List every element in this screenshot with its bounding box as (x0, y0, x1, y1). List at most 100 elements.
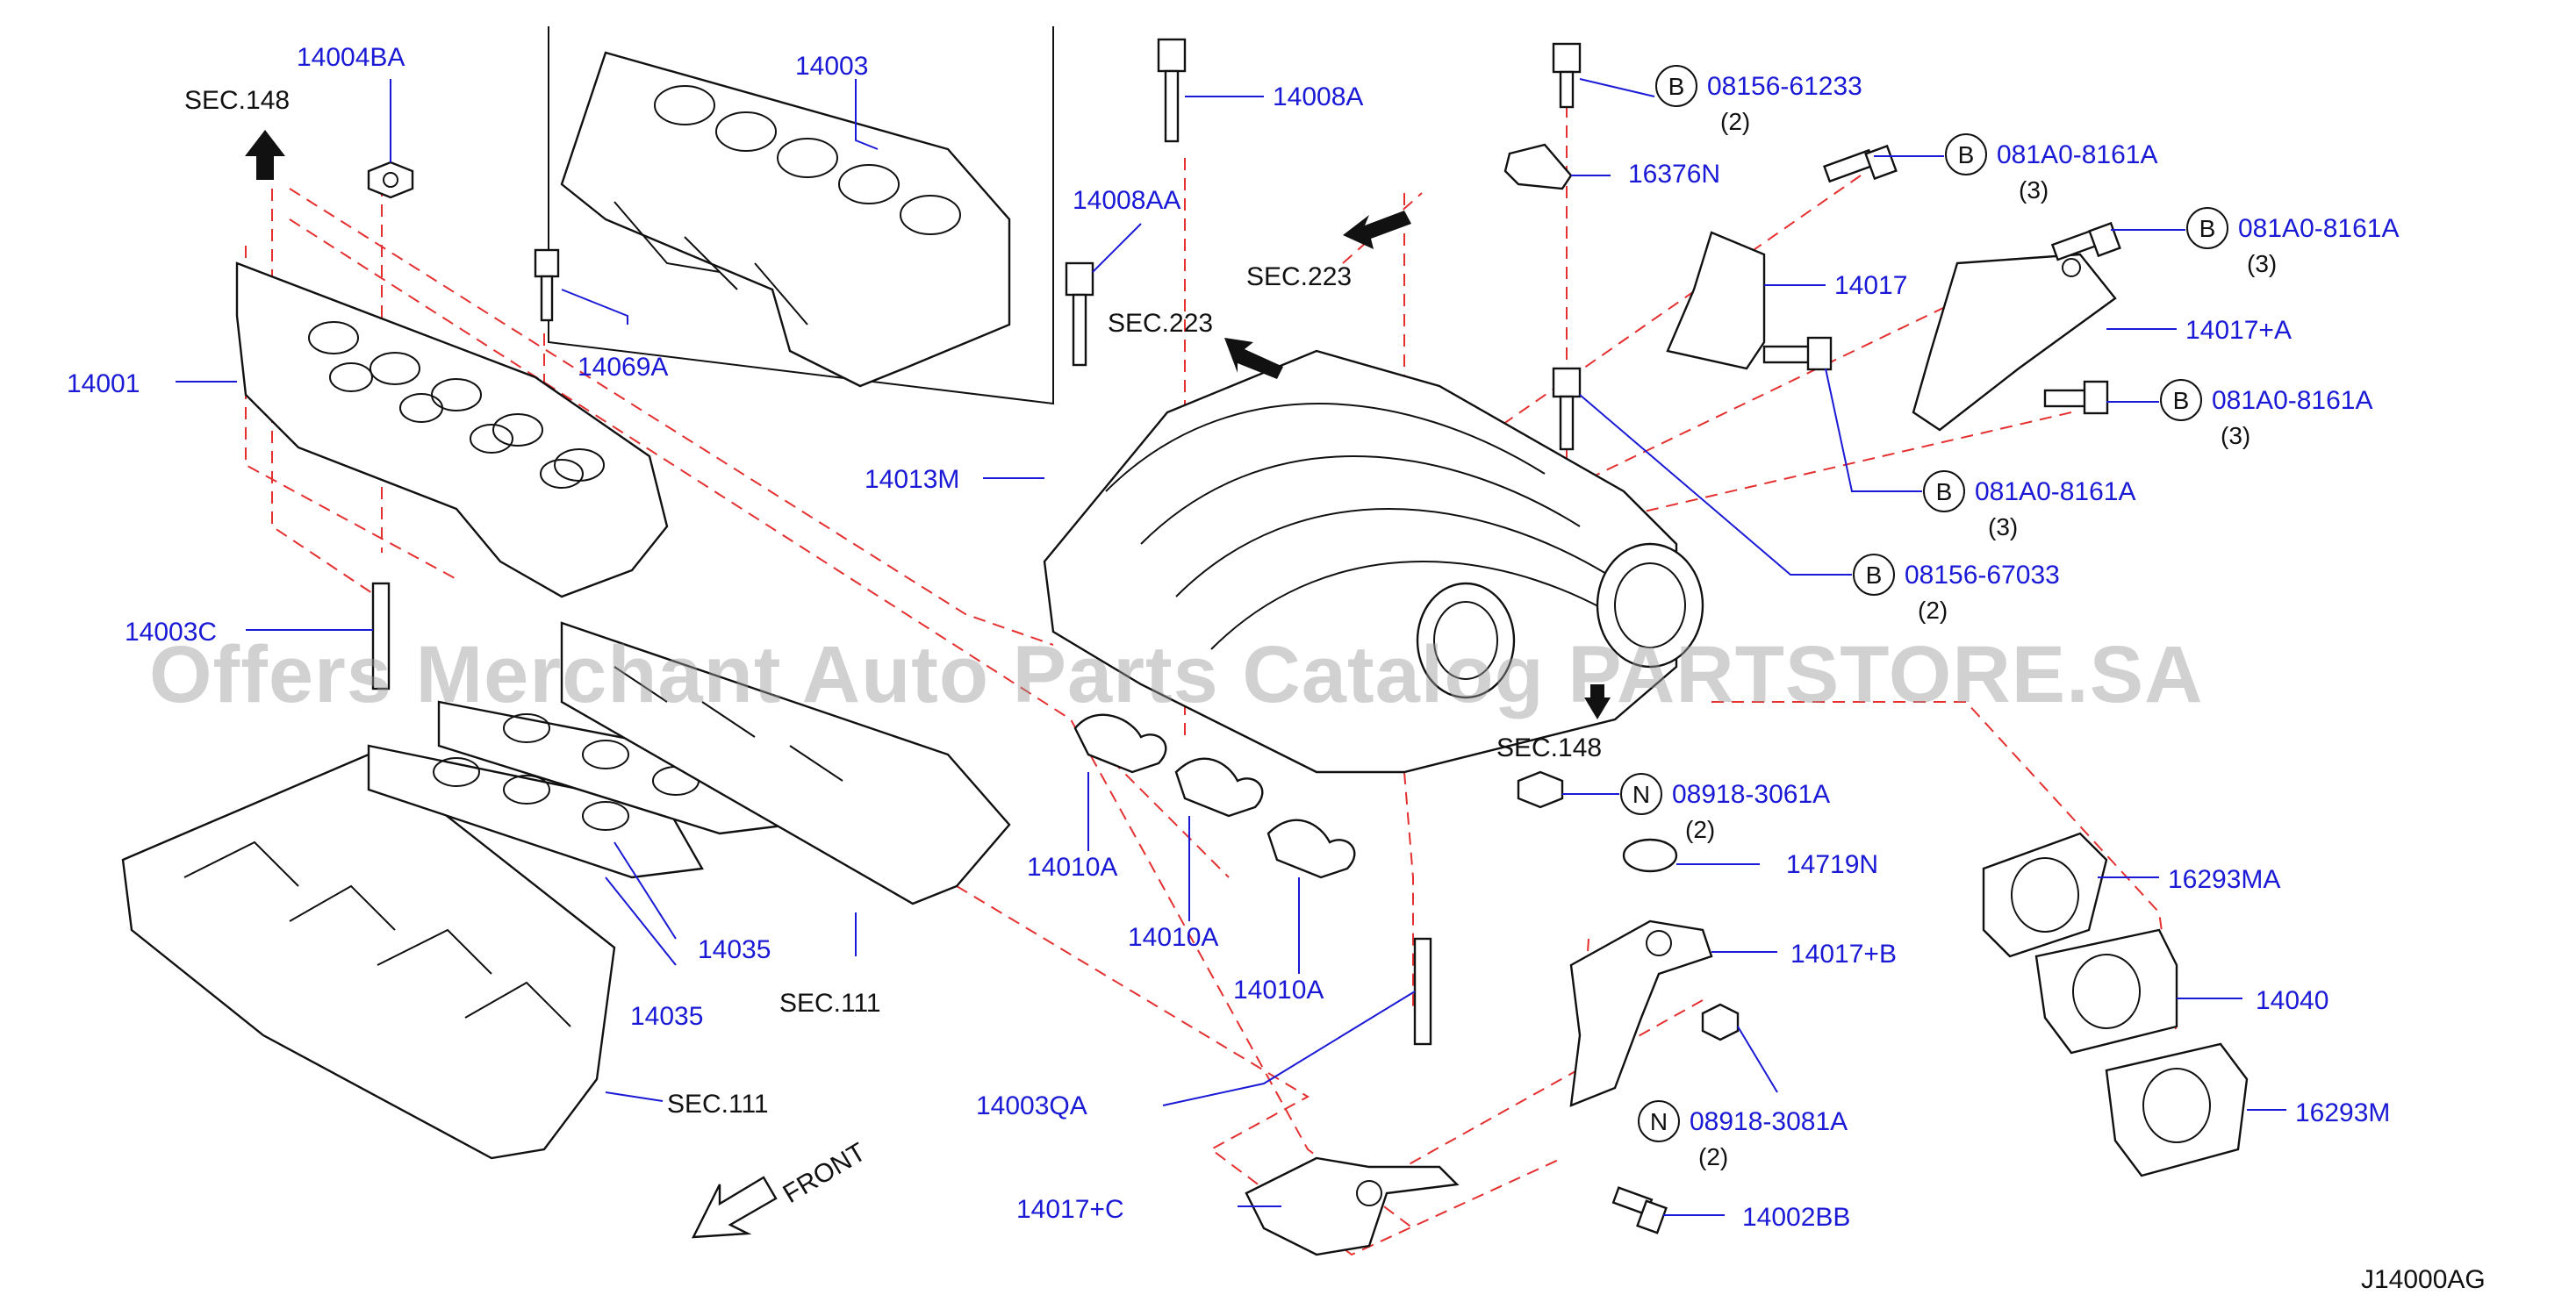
callout-part-3: 081A0-8161A (2238, 214, 2400, 243)
callout-labels: 08156-61233 (2) 081A0-8161A (3) 081A0-81… (1672, 72, 2400, 1170)
callout-qty-7: (2) (1685, 816, 1715, 843)
bolt-081A0-8161A-right (2050, 221, 2121, 261)
callout-circles: B B B B B B N N (1620, 65, 2228, 1142)
callout-circle-b-5 (1923, 470, 1965, 512)
part-14017C-bracket (1245, 1156, 1460, 1256)
part-14017-bracket (1666, 231, 1766, 370)
callout-circle-n-1 (1620, 773, 1662, 815)
label-14035-1: 14035 (698, 935, 771, 964)
callout-circle-b-2 (1945, 133, 1987, 175)
part-head-cover-sec111 (560, 621, 1011, 905)
label-14069A: 14069A (578, 353, 668, 382)
part-16376N-bracket (1503, 143, 1573, 190)
part-14017A-bracket (1912, 253, 2117, 432)
label-14003C: 14003C (125, 618, 217, 647)
callout-part-1: 08156-61233 (1707, 72, 1862, 101)
label-14040: 14040 (2256, 986, 2328, 1015)
label-16293M: 16293M (2295, 1098, 2390, 1127)
callout-part-4: 081A0-8161A (2212, 386, 2373, 415)
callout-letter-1: B (1668, 73, 1685, 100)
label-14017C: 14017+C (1016, 1195, 1124, 1224)
callout-circle-b-3 (2186, 207, 2228, 249)
part-16293M-gasket (2105, 1042, 2249, 1177)
part-14719N-cap (1622, 838, 1678, 873)
label-14002BB: 14002BB (1742, 1203, 1850, 1232)
front-label: FRONT (779, 1137, 872, 1209)
sec-223-b: SEC.223 (1108, 309, 1213, 338)
leader-lines (176, 78, 2286, 1216)
label-14035-2: 14035 (630, 1002, 703, 1031)
bolt-081A0-8161A-top (1823, 144, 1898, 183)
callout-letter-8: N (1650, 1108, 1668, 1135)
callout-letter-3: B (2199, 215, 2216, 242)
part-14003QA-stud (1413, 937, 1432, 1046)
nut-08918-3081A (1701, 1003, 1740, 1041)
callout-qty-5: (3) (1988, 513, 2018, 540)
callout-letter-2: B (1958, 141, 1975, 168)
part-14003-gasket-upper (548, 26, 1054, 405)
callout-circle-b-4 (2160, 379, 2202, 421)
callout-letter-6: B (1866, 562, 1883, 589)
callout-letter-7: N (1632, 781, 1650, 808)
callout-qty-6: (2) (1918, 597, 1948, 624)
part-labels: 14004BA 14003 14008A 14008AA 14001 14069… (67, 43, 2390, 1232)
part-14002BB-bolt (1611, 1186, 1668, 1234)
callout-part-5: 081A0-8161A (1975, 477, 2136, 506)
label-16376N: 16376N (1628, 160, 1720, 189)
callout-qty-3: (3) (2247, 250, 2277, 277)
callout-part-8: 08918-3081A (1690, 1107, 1848, 1136)
label-14010A-2: 14010A (1128, 923, 1218, 952)
bolt-081A0-8161A-low (2043, 380, 2109, 415)
sec-148-mid: SEC.148 (1496, 733, 1602, 762)
part-14013M-intake-manifold (1043, 349, 1704, 774)
arrow-sec223-b (1224, 338, 1283, 379)
part-14010A-gaskets (1073, 713, 1356, 879)
label-16293MA: 16293MA (2168, 865, 2280, 894)
label-14719N: 14719N (1786, 850, 1878, 879)
label-14008AA: 14008AA (1073, 186, 1180, 215)
part-14003C-stud (371, 582, 391, 690)
part-14069A-bolt (534, 248, 560, 322)
callout-qty-8: (2) (1698, 1143, 1728, 1170)
callout-part-7: 08918-3061A (1672, 780, 1830, 809)
callout-part-2: 081A0-8161A (1997, 140, 2158, 169)
part-14008A-bolt (1157, 38, 1187, 143)
callout-circle-n-2 (1638, 1100, 1680, 1142)
label-14010A-1: 14010A (1027, 853, 1117, 882)
callout-part-6: 08156-67033 (1905, 561, 2060, 590)
part-14017B-bracket (1569, 919, 1713, 1107)
arrow-sec223-a (1343, 211, 1411, 249)
part-14004BA-nut (367, 161, 414, 199)
label-14003QA: 14003QA (976, 1091, 1087, 1120)
part-14008AA-bolt (1065, 261, 1094, 367)
nut-08918-3061A (1517, 770, 1564, 809)
part-14040-plate (2034, 928, 2178, 1055)
label-14003: 14003 (795, 52, 868, 81)
label-14008A: 14008A (1273, 82, 1363, 111)
callout-letter-5: B (1936, 478, 1953, 505)
label-14010A-3: 14010A (1233, 976, 1324, 1005)
sec-111-b: SEC.111 (667, 1090, 769, 1119)
bolt-08156-61233 (1552, 42, 1582, 109)
section-labels: SEC.148 SEC.223 SEC.223 SEC.148 SEC.111 … (184, 86, 1602, 1119)
label-14017: 14017 (1834, 271, 1907, 300)
label-14017B: 14017+B (1790, 940, 1897, 969)
label-14013M: 14013M (865, 465, 959, 494)
callout-qty-1: (2) (1720, 108, 1750, 135)
bolt-08156-67033 (1552, 367, 1582, 451)
watermark-text: Offers Merchant Auto Parts Catalog PARTS… (149, 630, 2204, 719)
callout-circle-b-6 (1853, 554, 1895, 596)
callout-circle-b-1 (1655, 65, 1697, 107)
bolt-081A0-8161A-mid (1762, 336, 1833, 371)
front-arrow (691, 1176, 778, 1239)
diagram-code: J14000AG (2361, 1265, 2486, 1294)
part-16293MA-gasket (1982, 832, 2108, 958)
sec-111-a: SEC.111 (779, 989, 881, 1018)
callout-qty-4: (3) (2221, 422, 2250, 449)
callout-qty-2: (3) (2019, 176, 2049, 204)
label-14001: 14001 (67, 369, 140, 398)
part-cylinder-head-sec111 (121, 753, 616, 1160)
arrow-sec148-down (1584, 684, 1611, 719)
part-gasket-rail-14035 (367, 700, 792, 879)
